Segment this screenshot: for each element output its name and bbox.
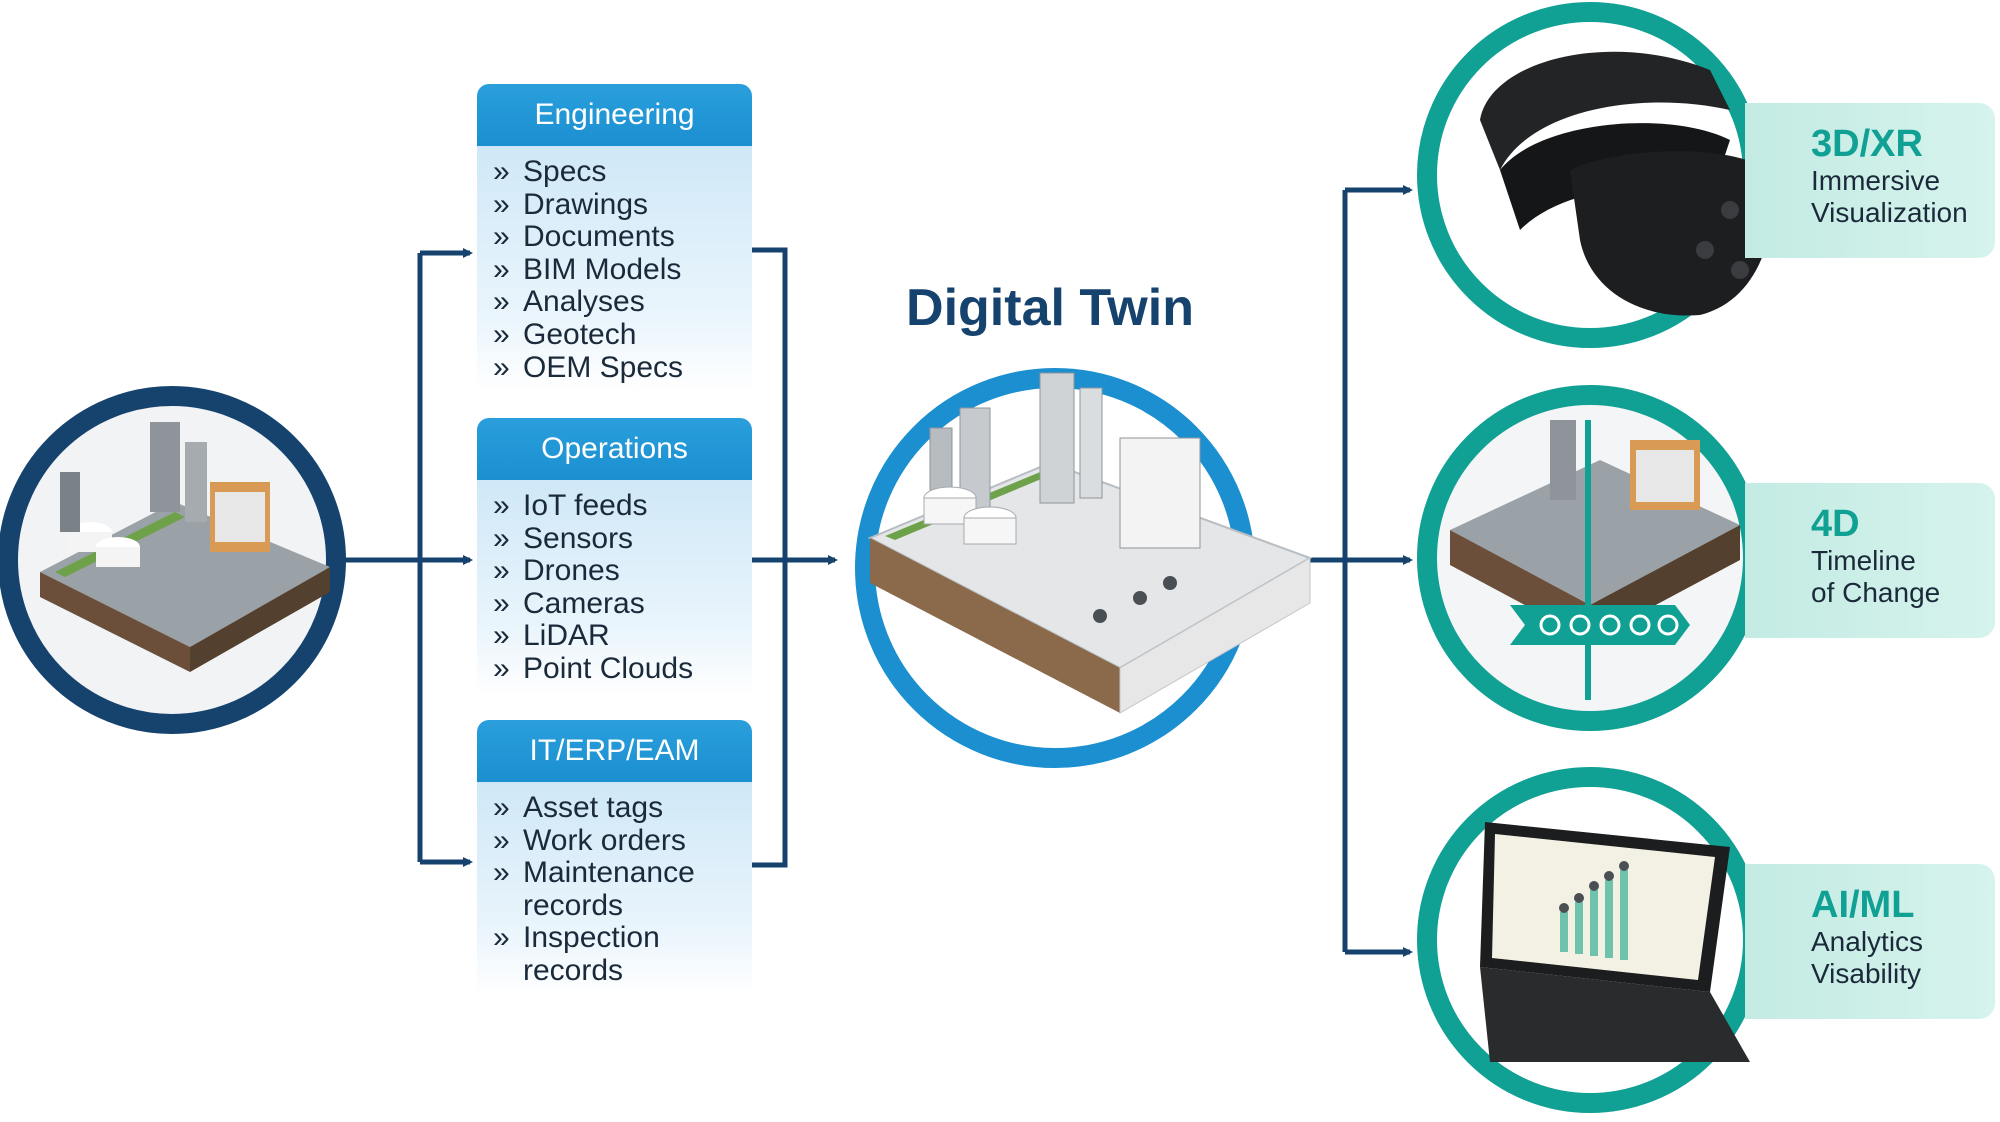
output-head: 3D/XR bbox=[1811, 123, 1923, 165]
list-item: »Analyses bbox=[493, 285, 645, 319]
list-item: »Sensors bbox=[493, 521, 634, 555]
list-item: »BIM Models bbox=[493, 252, 682, 286]
card-title: IT/ERP/EAM bbox=[477, 720, 752, 782]
output-4d: 4D Timeline of Change bbox=[1745, 483, 1995, 638]
output-line1: Immersive bbox=[1811, 165, 1941, 196]
output-3d-xr: 3D/XR Immersive Visualization bbox=[1745, 103, 1995, 258]
laptop-analytics-icon bbox=[1417, 767, 1763, 1113]
vr-headset-illustration bbox=[1480, 51, 1770, 316]
engineering-card: Engineering »Specs »Drawings »Documents … bbox=[477, 84, 752, 393]
timeline-icon bbox=[1417, 385, 1763, 731]
list-item: »OEM Specs bbox=[493, 350, 684, 384]
list-item: »Geotech bbox=[493, 317, 637, 351]
list-item: »Inspection records bbox=[493, 921, 660, 987]
digital-twin-title: Digital Twin bbox=[906, 279, 1194, 337]
output-line2: Visability bbox=[1811, 958, 1921, 989]
source-facility-image bbox=[0, 386, 346, 734]
card-list: »Asset tags »Work orders »Maintenance re… bbox=[477, 782, 752, 996]
list-item: »Documents bbox=[493, 220, 675, 254]
card-list: »Specs »Drawings »Documents »BIM Models … bbox=[477, 146, 752, 393]
list-item: »Cameras bbox=[493, 586, 645, 620]
output-head: AI/ML bbox=[1811, 884, 1915, 926]
list-item: »Asset tags bbox=[493, 791, 664, 824]
list-item: »Drawings bbox=[493, 187, 649, 221]
list-item: »Specs bbox=[493, 155, 607, 188]
output-line1: Analytics bbox=[1811, 926, 1924, 957]
output-line1: Timeline bbox=[1811, 545, 1916, 576]
it-erp-eam-card: IT/ERP/EAM »Asset tags »Work orders »Mai… bbox=[477, 720, 752, 996]
output-line2: Visualization bbox=[1811, 197, 1968, 228]
digital-twin-image bbox=[855, 368, 1313, 768]
output-ai-ml: AI/ML Analytics Visability bbox=[1745, 864, 1995, 1019]
list-item: »Drones bbox=[493, 554, 620, 588]
list-item: »Maintenance records bbox=[493, 856, 695, 922]
list-item: »LiDAR bbox=[493, 619, 610, 653]
output-head: 4D bbox=[1811, 503, 1860, 545]
laptop-illustration bbox=[1480, 822, 1750, 1062]
card-title: Operations bbox=[477, 418, 752, 480]
vr-headset-icon bbox=[1417, 2, 1770, 348]
output-line2: of Change bbox=[1811, 577, 1941, 608]
list-item: »Point Clouds bbox=[493, 651, 694, 685]
card-title: Engineering bbox=[477, 84, 752, 146]
list-item: »Work orders bbox=[493, 823, 686, 857]
card-list: »IoT feeds »Sensors »Drones »Cameras »Li… bbox=[477, 480, 752, 694]
list-item: »IoT feeds bbox=[493, 489, 648, 522]
facility-illustration bbox=[40, 422, 330, 672]
operations-card: Operations »IoT feeds »Sensors »Drones »… bbox=[477, 418, 752, 694]
wireframe-facility-illustration bbox=[867, 372, 1313, 714]
